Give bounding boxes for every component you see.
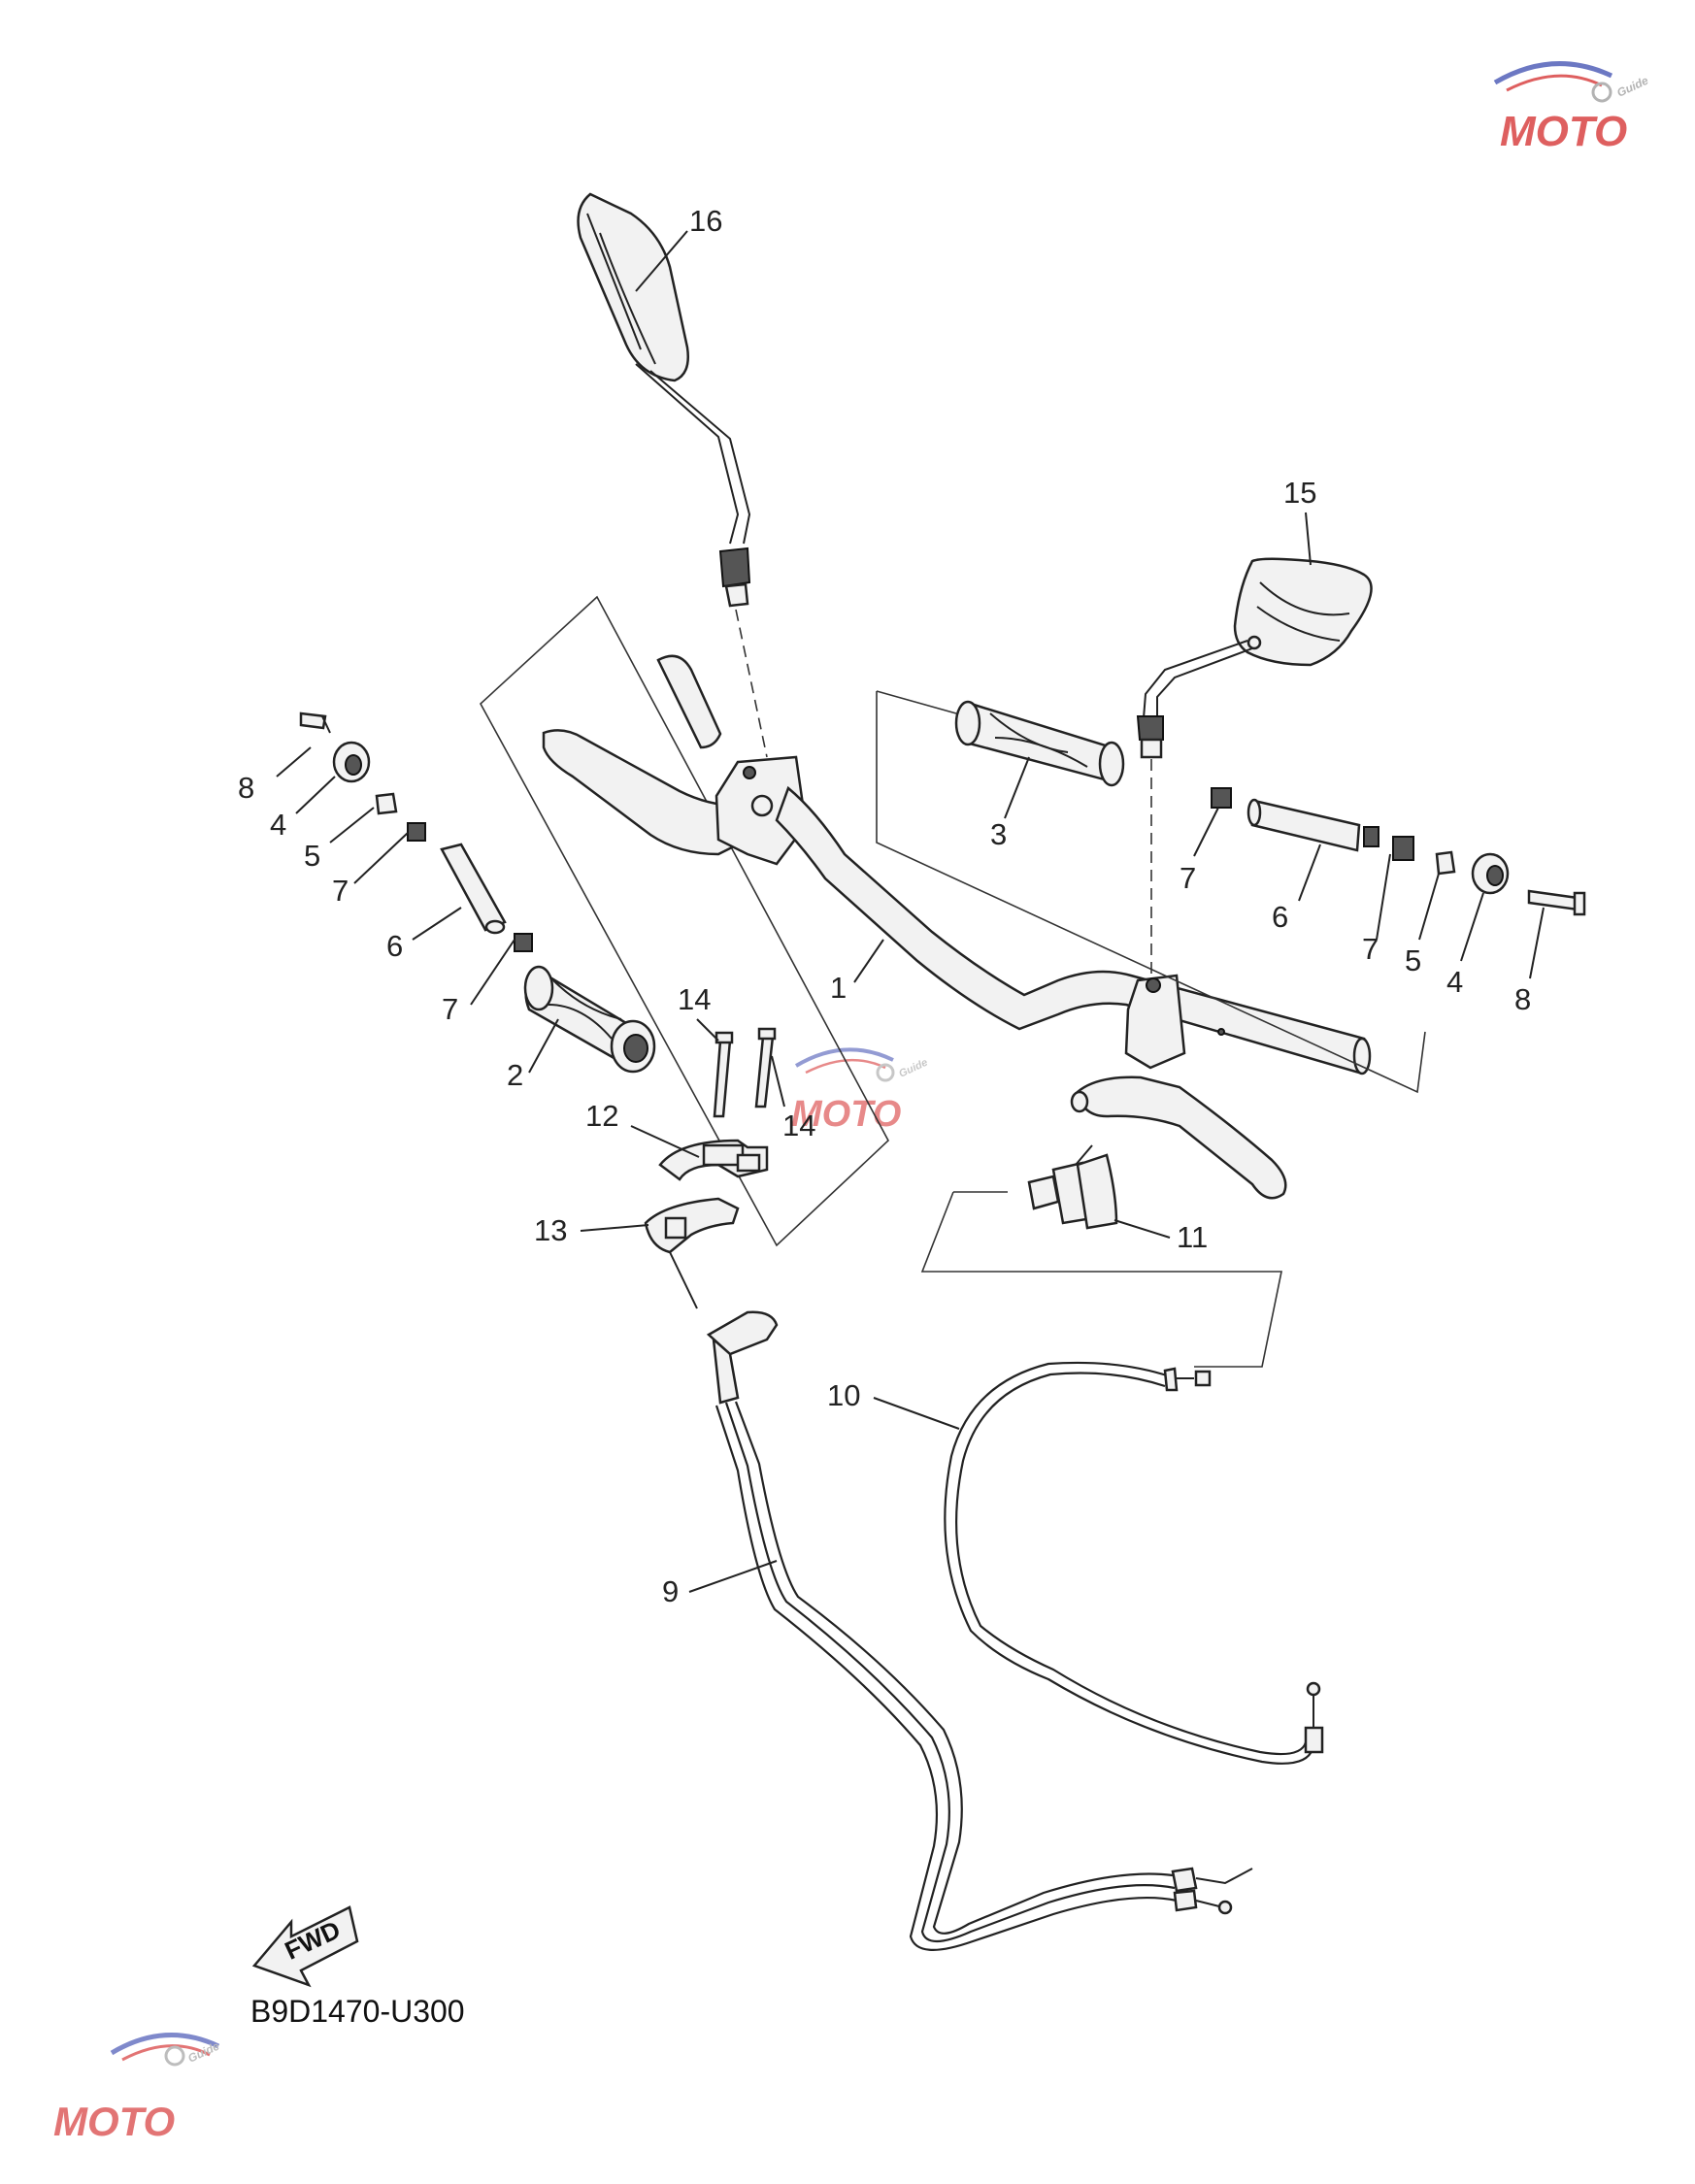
callout-4-right: 4 (1446, 965, 1463, 999)
callout-leaders (276, 230, 1545, 1593)
watermark-logo-bottom-left: MOTO Guide (53, 2033, 221, 2144)
callout-6-left: 6 (386, 929, 403, 963)
watermark-tagline: Guide (1614, 74, 1650, 100)
watermark-tagline: Guide (897, 1057, 929, 1080)
clutch-switch-guide (1075, 1144, 1093, 1166)
callout-2: 2 (507, 1058, 523, 1092)
callout-7-right-b: 7 (1362, 932, 1379, 966)
left-end-parts (299, 711, 533, 952)
callout-12: 12 (585, 1099, 618, 1133)
watermark-logo-center: MOTO Guide (791, 1047, 930, 1135)
callout-8-right: 8 (1514, 982, 1531, 1016)
left-lever-assembly-frame (479, 595, 889, 1247)
callout-16: 16 (689, 204, 722, 238)
callout-9: 9 (662, 1574, 679, 1608)
throttle-housing-lower (644, 1197, 740, 1254)
throttle-housing-upper (658, 1139, 769, 1181)
clutch-cable (944, 1361, 1324, 1765)
callout-5-left: 5 (304, 839, 320, 873)
callout-6-right: 6 (1272, 900, 1288, 934)
callout-13: 13 (534, 1213, 567, 1247)
right-grip-frame-top (876, 690, 957, 714)
callout-7-right-a: 7 (1180, 861, 1196, 895)
mirror-right (1136, 557, 1373, 759)
callout-5-right: 5 (1405, 943, 1421, 977)
callout-labels: 16 15 8 4 5 7 6 7 2 3 7 6 7 5 4 8 1 14 1… (238, 204, 1531, 1608)
callout-7-left-b: 7 (442, 992, 458, 1026)
mirror-left-guide (735, 609, 768, 758)
throttle-cable (706, 1310, 1253, 1951)
callout-7-left-a: 7 (332, 874, 349, 908)
callout-8-left: 8 (238, 771, 254, 805)
callout-1: 1 (830, 971, 847, 1005)
right-end-parts (1211, 787, 1586, 916)
clutch-switch-frame (920, 1191, 1282, 1368)
grip-right (954, 700, 1125, 787)
callout-4-left: 4 (270, 808, 286, 842)
right-grip-frame (876, 691, 1426, 1094)
callout-10: 10 (827, 1378, 860, 1412)
clutch-switch (1027, 1153, 1118, 1230)
grip-left (523, 965, 656, 1074)
throttle-screws (713, 1027, 777, 1118)
watermark-brand: MOTO (791, 1094, 901, 1135)
throttle-cable-guide (669, 1251, 698, 1309)
callout-14-b: 14 (782, 1109, 815, 1142)
callout-11: 11 (1177, 1220, 1208, 1254)
forward-direction-arrow: FWD (251, 1905, 359, 1988)
watermark-brand: MOTO (1500, 108, 1627, 155)
watermark-brand: MOTO (53, 2099, 175, 2144)
callout-14-a: 14 (678, 982, 711, 1016)
watermark-logo-top-right: MOTO Guide (1493, 61, 1650, 155)
callout-3: 3 (990, 817, 1007, 851)
diagram-code: B9D1470-U300 (250, 1994, 465, 2029)
watermark-tagline: Guide (185, 2039, 221, 2066)
callout-15: 15 (1283, 476, 1316, 510)
clutch-lever-assembly (542, 654, 808, 866)
mirror-left (577, 192, 751, 608)
brake-lever-assembly (1070, 974, 1287, 1200)
